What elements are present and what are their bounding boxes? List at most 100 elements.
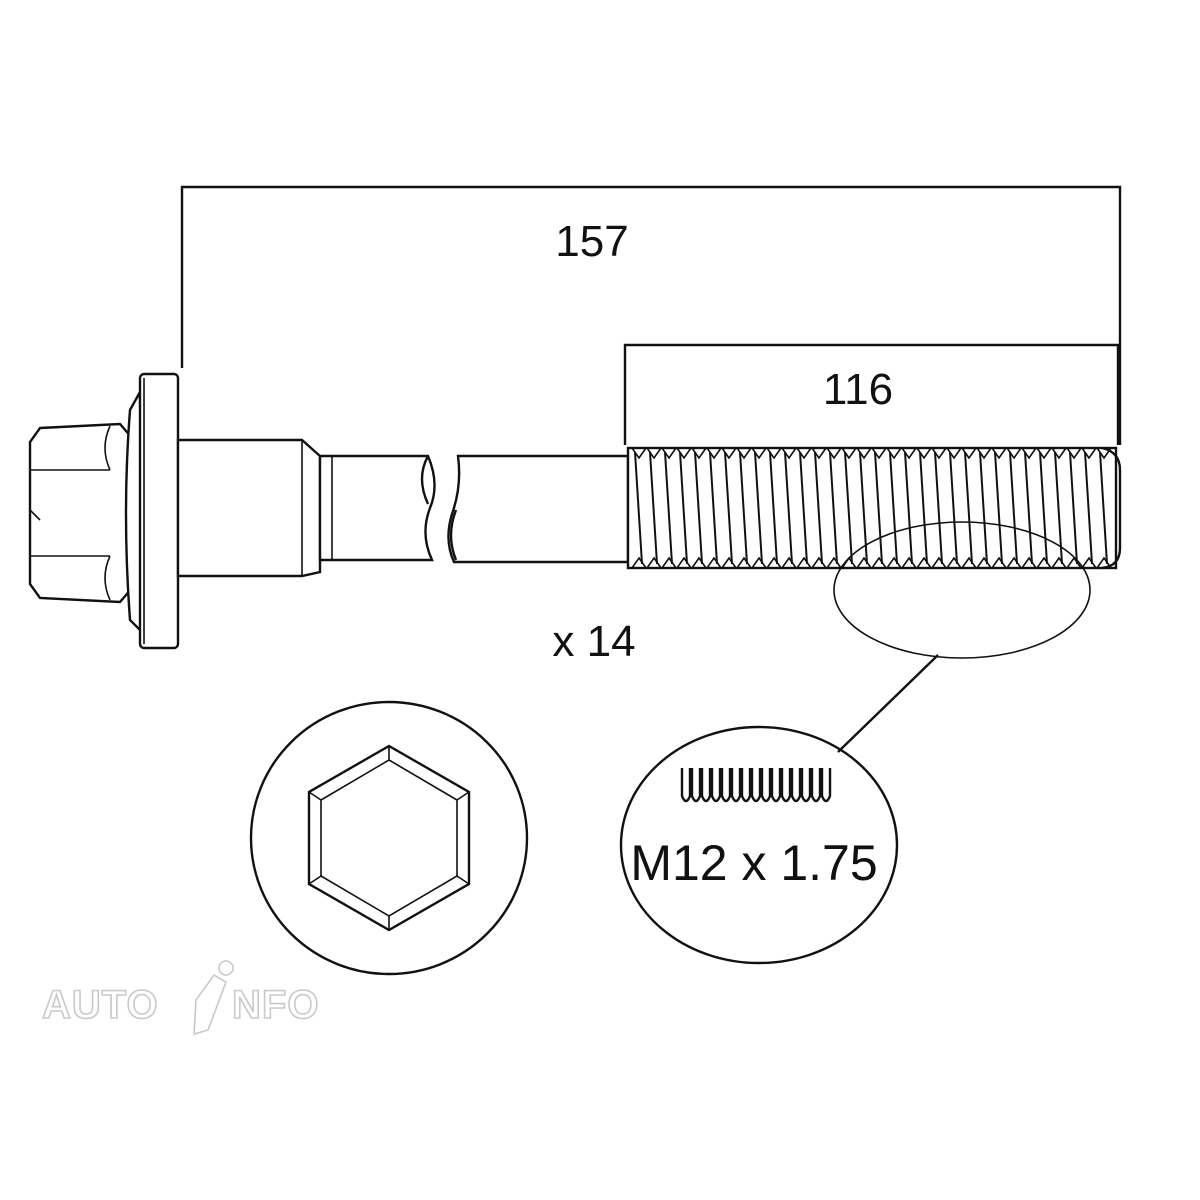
thread-top-tooth [661,447,677,460]
thread-top-tooth [991,447,1007,460]
thread-crest-line [694,451,703,565]
thread-bottom-tooth [856,556,872,569]
thread-crest-line [649,451,658,565]
thread-top-tooth [961,447,977,460]
thread-crest-line [769,451,778,565]
thread-crest-line [679,451,688,565]
thread-top-tooth [811,447,827,460]
thread-bottom-tooth [646,556,662,569]
detail-thread-tooth [820,768,832,803]
thread-bottom-tooth [871,556,887,569]
detail-thread-tooth [810,768,822,803]
thread-length-dimension: 116 [623,343,1120,445]
thread-bottom-tooth [661,556,677,569]
thread-bottom-tooth [826,556,842,569]
thread-crest-line [934,451,943,565]
thread-top-tooth [766,447,782,460]
thread-top-tooth [856,447,872,460]
thread-crest-line [664,451,673,565]
thread-crest-line [1054,451,1063,565]
detail-thread-tooth [750,768,762,803]
thread-bottom-tooth [916,556,932,569]
detail-circle [619,725,899,965]
detail-thread-tooth [710,768,722,803]
thread-top-tooth [1021,447,1037,460]
callout-leader [837,654,939,753]
thread-spec-label: M12 x 1.75 [630,835,877,891]
thread-top-tooth [976,447,992,460]
quantity-label: x 14 [552,617,635,666]
thread-top-tooth [826,447,842,460]
thread-bottom-tooth [781,556,797,569]
overall-length-label: 157 [555,217,628,266]
thread-crest-line [874,451,883,565]
thread-bottom-tooth [796,556,812,569]
thread-bottom-tooth [961,556,977,569]
bolt-side-view [28,372,1122,650]
callout-ellipse [833,521,1091,659]
thread-bottom-tooth [946,556,962,569]
thread-crest-line [1024,451,1033,565]
hex-outline [307,744,471,932]
bolt-flange [124,387,144,635]
thread-bottom-tooth [1081,556,1097,569]
bolt-end-view [249,700,529,976]
thread-crest-line [724,451,733,565]
thread-crest-line [994,451,1003,565]
thread-crest-line [709,451,718,565]
thread-crest-line [1039,451,1048,565]
thread-bottom-tooth [991,556,1007,569]
thread-top-tooth [721,447,737,460]
thread-top-tooth [1066,447,1082,460]
detail-thread-tooth [740,768,752,803]
hex-inner-outline [320,759,458,917]
thread-crest-line [844,451,853,565]
thread-teeth [631,447,1112,569]
svg-text:AUTO: AUTO [42,983,159,1027]
thread-crest-line [829,451,838,565]
thread-bottom-tooth [811,556,827,569]
thread-crest-line [1084,451,1093,565]
thread-bottom-tooth [751,556,767,569]
thread-top-tooth [946,447,962,460]
thread-length-label: 116 [823,365,893,414]
thread-bottom-tooth [721,556,737,569]
thread-crest-line [634,451,643,565]
detail-thread-tooth [690,768,702,803]
thread-bottom-tooth [766,556,782,569]
thread-top-tooth [796,447,812,460]
detail-thread-tooth [790,768,802,803]
thread-crest-line [979,451,988,565]
thread-top-tooth [841,447,857,460]
thread-top-tooth [886,447,902,460]
thread-crest-line [919,451,928,565]
thread-bottom-tooth [1051,556,1067,569]
thread-bottom-tooth [1096,556,1112,569]
thread-bottom-tooth [1021,556,1037,569]
bolt-shank-left [318,454,436,562]
thread-top-tooth [871,447,887,460]
detail-thread-tooth [800,768,812,803]
bolt-shoulder [176,438,322,578]
thread-top-tooth [1006,447,1022,460]
thread-crest-line [949,451,958,565]
thread-crest-line [1099,451,1108,565]
thread-crest-line [754,451,763,565]
detail-thread-tooth [700,768,712,803]
thread-crest-line [1009,451,1018,565]
thread-top-tooth [631,447,647,460]
thread-bottom-tooth [706,556,722,569]
detail-thread-tooth [720,768,732,803]
thread-crest-line [889,451,898,565]
bolt-hex-head [28,422,134,604]
thread-crest-line [814,451,823,565]
thread-top-tooth [706,447,722,460]
thread-bottom-tooth [676,556,692,569]
thread-bottom-tooth [976,556,992,569]
thread-top-tooth [901,447,917,460]
thread-crest-line [799,451,808,565]
thread-top-tooth [1051,447,1067,460]
detail-thread-tooth [780,768,792,803]
thread-bottom-tooth [901,556,917,569]
thread-top-tooth [1036,447,1052,460]
